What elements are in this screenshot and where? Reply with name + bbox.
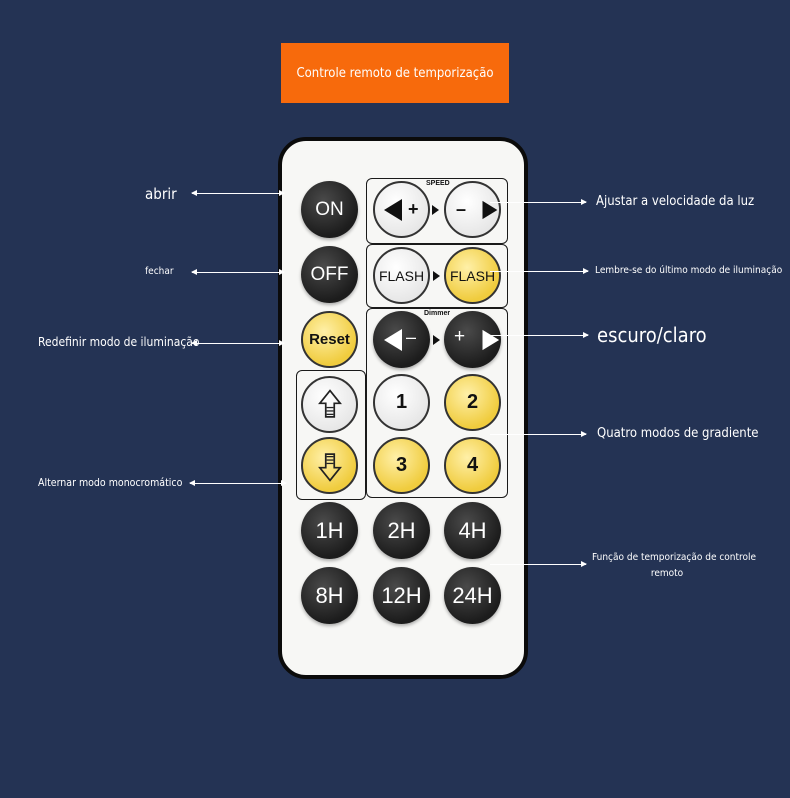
timer-8h-button[interactable]: 8H [301,567,358,624]
off-label: OFF [310,263,349,285]
label-timer-line1: Função de temporização de controle [592,552,757,563]
flash-right-button[interactable]: FLASH [444,247,501,304]
dim-up-button[interactable]: + [444,311,501,368]
mode-3-button[interactable]: 3 [373,437,430,494]
timer-12h-button[interactable]: 12H [373,567,430,624]
timer-12h-label: 12H [381,582,422,608]
triangle-left-icon [383,328,402,351]
flash-arrow-icon [433,271,440,281]
speed-group [366,178,508,244]
timer-1h-button[interactable]: 1H [301,502,358,559]
mono-group [296,370,366,500]
reset-button[interactable]: Reset [301,311,358,368]
mode-2-button[interactable]: 2 [444,374,501,431]
mode-4-label: 4 [466,454,479,476]
dimmer-arrow-icon [433,335,440,345]
speed-down-button[interactable]: – [444,181,501,238]
label-gradient: Quatro modos de gradiente [597,426,759,441]
dimmer-label: Dimmer [424,310,451,317]
label-reset-mode: Redefinir modo de iluminação [38,335,200,349]
timer-24h-label: 24H [452,582,493,608]
flash-right-label: FLASH [449,267,496,284]
mode-3-label: 3 [395,454,408,476]
speed-plus-label: + [408,199,419,219]
mode-1-label: 1 [395,391,408,413]
mode-4-button[interactable]: 4 [444,437,501,494]
banner-title: Controle remoto de temporização [296,65,494,81]
label-close: fechar [145,266,174,277]
on-button[interactable]: ON [301,181,358,238]
title-banner: Controle remoto de temporização [281,43,509,103]
speed-arrow-icon [432,205,439,215]
label-open: abrir [145,185,177,203]
timer-2h-button[interactable]: 2H [373,502,430,559]
timer-1h-label: 1H [315,517,344,543]
label-dim: escuro/claro [597,323,707,347]
dim-down-button[interactable]: – [373,311,430,368]
speed-up-button[interactable]: + [373,181,430,238]
speed-label: SPEED [426,180,450,187]
mode-1-button[interactable]: 1 [373,374,430,431]
timer-2h-label: 2H [387,517,416,543]
arrow-memory [490,268,589,274]
arrow-speed [490,199,587,205]
label-memory: Lembre-se do último modo de iluminação [595,265,783,276]
reset-label: Reset [309,331,350,348]
triangle-right-icon [482,329,500,350]
label-timer: Função de temporização de controle remot… [592,550,757,582]
off-button[interactable]: OFF [301,246,358,303]
arrow-close [191,269,285,275]
arrow-gradient [490,431,587,437]
arrow-up-icon [317,388,342,418]
on-label: ON [315,198,344,220]
dim-minus-label: – [406,327,417,347]
remote-control: SPEED Dimmer ON OFF Reset + – FLASH FLAS… [278,137,528,679]
mono-down-button[interactable] [301,437,358,494]
triangle-left-icon [383,198,402,221]
speed-minus-label: – [456,199,467,219]
arrow-timer [490,561,587,567]
arrow-open [191,190,285,196]
flash-left-button[interactable]: FLASH [373,247,430,304]
flash-left-label: FLASH [378,267,425,284]
label-speed: Ajustar a velocidade da luz [596,194,755,209]
dim-plus-label: + [454,326,466,347]
triangle-right-icon [482,200,498,219]
timer-8h-label: 8H [315,582,344,608]
timer-4h-label: 4H [458,517,487,543]
label-timer-line2: remoto [650,568,684,579]
flash-group [366,244,508,308]
arrow-down-icon [317,452,342,482]
label-mono-mode: Alternar modo monocromático [38,477,183,489]
dimmer-group [366,308,508,498]
mode-2-label: 2 [466,391,479,413]
timer-24h-button[interactable]: 24H [444,567,501,624]
timer-4h-button[interactable]: 4H [444,502,501,559]
arrow-mono-mode [189,480,287,486]
arrow-reset-mode [191,340,285,346]
mono-up-button[interactable] [301,376,358,433]
arrow-dim [490,332,589,338]
